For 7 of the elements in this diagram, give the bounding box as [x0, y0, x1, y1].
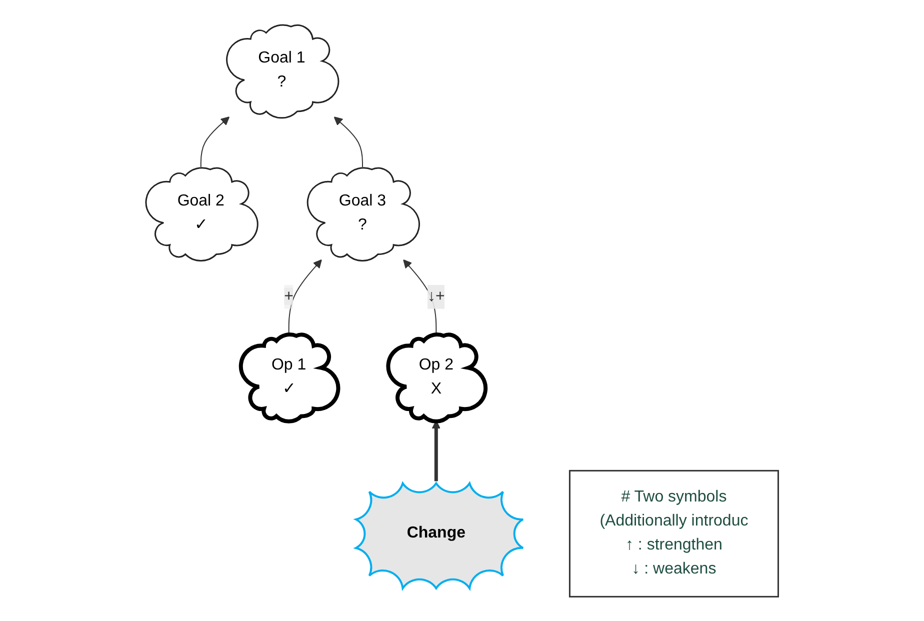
arrow: [334, 116, 363, 168]
edge-label: ↓+: [427, 287, 445, 304]
arrow: [200, 116, 230, 168]
arrow: [288, 259, 322, 334]
node-box: # Two symbols (Additionally introduc ↑ : strengthen ↓ : weakens: [568, 470, 779, 598]
arrow: [402, 259, 437, 334]
edge-label: +: [284, 287, 294, 304]
